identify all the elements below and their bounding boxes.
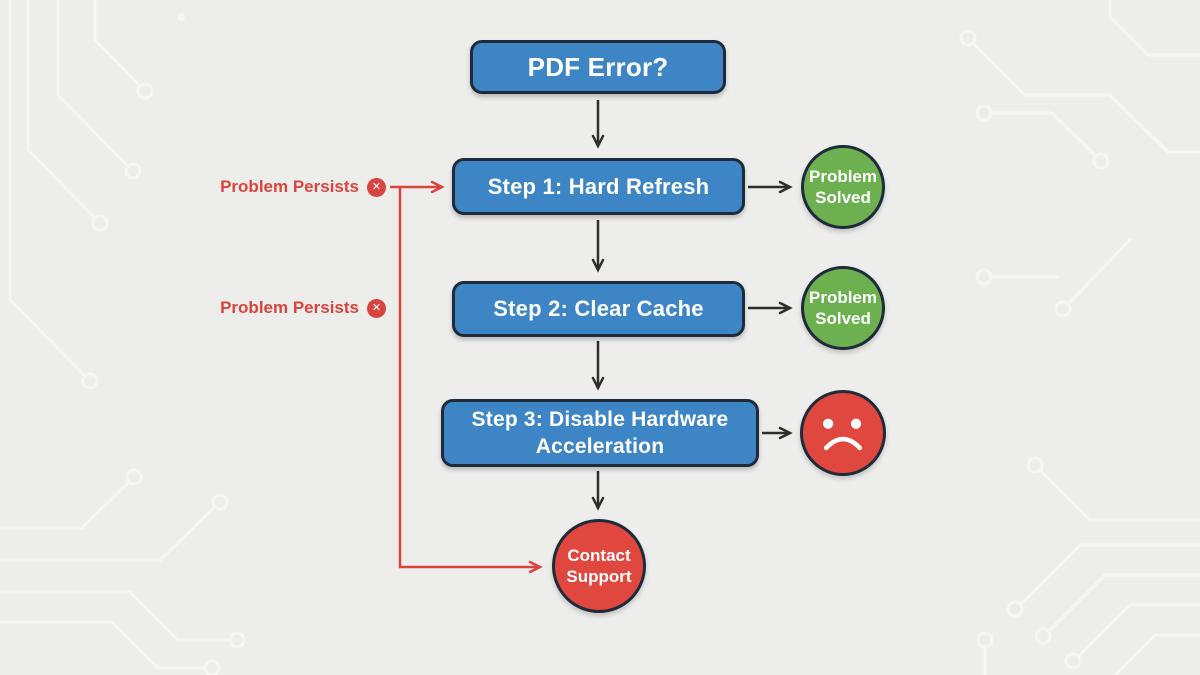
node-step-2-label: Step 2: Clear Cache xyxy=(493,296,704,321)
node-step-1-label: Step 1: Hard Refresh xyxy=(487,173,710,199)
problem-persists-text-2: Problem Persists xyxy=(220,298,359,317)
sad-face-icon xyxy=(823,418,863,451)
problem-persists-text-1: Problem Persists xyxy=(220,177,359,196)
node-contact-support-label: Contact Support xyxy=(566,545,632,586)
x-circle-icon: ✕ xyxy=(367,177,386,197)
problem-persists-label-2: Problem Persists ✕ xyxy=(220,298,386,318)
node-problem-solved-2: Problem Solved xyxy=(801,266,885,350)
node-step-2: Step 2: Clear Cache xyxy=(452,281,745,337)
node-step-3-label: Step 3: Disable Hardware Acceleration xyxy=(471,407,729,458)
node-problem-solved-1-label: Problem Solved xyxy=(808,166,878,207)
node-unsolved xyxy=(800,390,886,476)
x-circle-icon: ✕ xyxy=(367,298,386,318)
node-pdf-error: PDF Error? xyxy=(470,40,726,94)
node-step-3: Step 3: Disable Hardware Acceleration xyxy=(441,399,759,467)
node-step-1: Step 1: Hard Refresh xyxy=(452,158,745,215)
node-pdf-error-label: PDF Error? xyxy=(527,51,669,82)
node-contact-support: Contact Support xyxy=(552,519,646,613)
node-problem-solved-2-label: Problem Solved xyxy=(808,287,878,328)
problem-persists-label-1: Problem Persists ✕ xyxy=(220,177,386,197)
node-problem-solved-1: Problem Solved xyxy=(801,145,885,229)
